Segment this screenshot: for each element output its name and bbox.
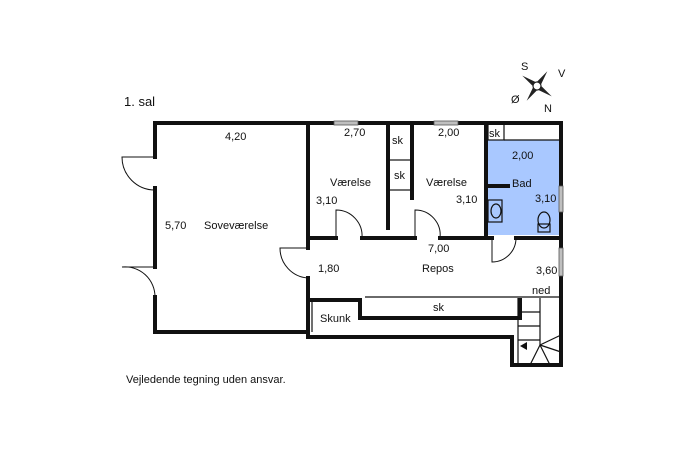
sovevaerelse-depth: 5,70	[165, 220, 186, 232]
vaerelse1-depth: 3,10	[316, 195, 337, 207]
compass-rose	[522, 71, 552, 101]
vaerelse2-width: 2,00	[438, 127, 459, 139]
vaerelse1-name: Værelse	[330, 177, 371, 189]
skunk-name: Skunk	[320, 313, 351, 325]
vaerelse2-name: Værelse	[426, 177, 467, 189]
floor-label: 1. sal	[124, 94, 155, 109]
repos-width: 7,00	[428, 243, 449, 255]
compass-w: V	[558, 68, 566, 80]
sk1-label: sk	[392, 135, 404, 147]
vaerelse2-depth: 3,10	[456, 194, 477, 206]
sk-long-label: sk	[433, 302, 445, 314]
sovevaerelse-name: Soveværelse	[204, 220, 268, 232]
bad-width: 2,00	[512, 150, 533, 162]
sk2-label: sk	[394, 170, 406, 182]
sovevaerelse-width: 4,20	[225, 131, 246, 143]
vaerelse1-width: 2,70	[344, 127, 365, 139]
repos-depth: 1,80	[318, 263, 339, 275]
repos-extra: 3,60	[536, 265, 557, 277]
compass-s: S	[521, 61, 528, 73]
sk3-label: sk	[489, 128, 501, 140]
windows	[333, 120, 564, 277]
compass-n: N	[544, 103, 552, 115]
compass-e: Ø	[511, 94, 520, 106]
doors	[121, 156, 517, 298]
fixtures	[311, 122, 562, 366]
bad-name: Bad	[512, 178, 532, 190]
repos-name: Repos	[422, 263, 454, 275]
stair-label: ned	[532, 285, 550, 297]
bad-depth: 3,10	[535, 193, 556, 205]
disclaimer: Vejledende tegning uden ansvar.	[126, 374, 286, 386]
